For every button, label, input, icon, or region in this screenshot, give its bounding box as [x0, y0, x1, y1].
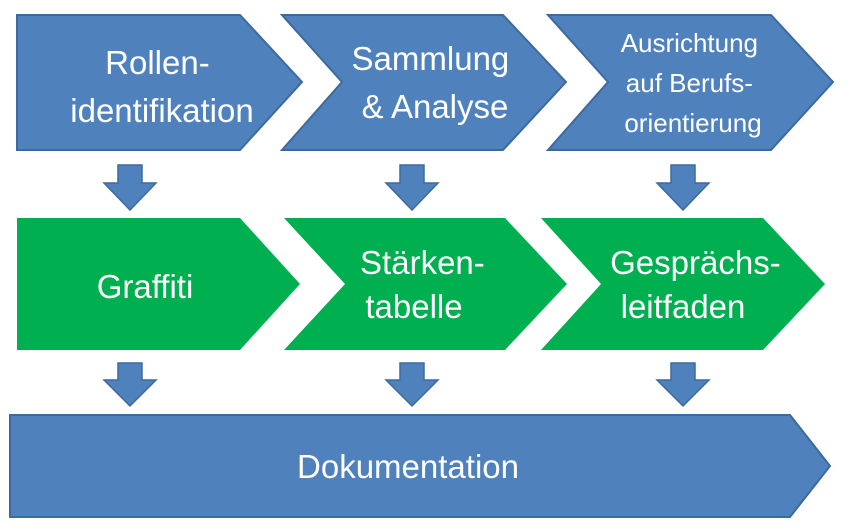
chevron-graffiti: Graffiti — [17, 218, 300, 350]
chevron-label-line: orientierung — [624, 108, 761, 138]
arrow-dokumentation: Dokumentation — [9, 414, 832, 518]
svg-text:Rollen- identifikation: Rollen- identifikation — [70, 44, 253, 129]
svg-text:Stärken- tabelle: Stärken- tabelle — [360, 244, 494, 325]
svg-text:Ausrichtung auf Berufs-: Ausrichtung auf Berufs- orientierung — [621, 28, 766, 138]
chevron-label-line: tabelle — [365, 288, 462, 325]
chevron-label-line: identifikation — [70, 92, 253, 129]
chevron-rollenidentifikation: Rollen- identifikation — [16, 14, 304, 151]
down-arrow-icon — [384, 362, 440, 408]
chevron-label-line: auf Berufs- — [626, 68, 753, 98]
chevron-gespraechsleitfaden: Gesprächs- leitfaden — [541, 218, 825, 350]
down-arrow-icon — [655, 164, 711, 212]
chevron-staerkentabelle: Stärken- tabelle — [284, 218, 567, 350]
chevron-label-line: Sammlung — [352, 40, 510, 77]
chevron-shape — [284, 218, 567, 350]
chevron-shape — [545, 14, 835, 151]
svg-text:Sammlung & Analyse: Sammlung & Analyse — [352, 40, 519, 125]
down-arrow-icon — [102, 164, 158, 212]
svg-text:Graffiti: Graffiti — [97, 268, 194, 305]
chevron-label-line: Rollen- — [105, 44, 210, 81]
chevron-shape — [16, 14, 304, 151]
arrow-label: Dokumentation — [297, 448, 519, 485]
chevron-shape — [541, 218, 825, 350]
chevron-sammlung-analyse: Sammlung & Analyse — [279, 14, 568, 151]
chevron-shape — [279, 14, 568, 151]
chevron-label-line: Stärken- — [360, 244, 485, 281]
chevron-label-line: & Analyse — [362, 88, 509, 125]
chevron-shape — [17, 218, 300, 350]
chevron-ausrichtung: Ausrichtung auf Berufs- orientierung — [545, 14, 835, 151]
arrow-shape — [9, 414, 832, 518]
chevron-label-line: Gesprächs- — [610, 244, 781, 281]
down-arrow-icon — [102, 362, 158, 408]
svg-text:Dokumentation: Dokumentation — [297, 448, 519, 485]
down-arrow-icon — [655, 362, 711, 408]
chevron-label-line: Ausrichtung — [621, 28, 758, 58]
svg-text:Gesprächs- leitfaden: Gesprächs- leitfaden — [610, 244, 790, 325]
down-arrow-icon — [384, 164, 440, 212]
chevron-label-line: leitfaden — [621, 288, 746, 325]
chevron-label-line: Graffiti — [97, 268, 194, 305]
